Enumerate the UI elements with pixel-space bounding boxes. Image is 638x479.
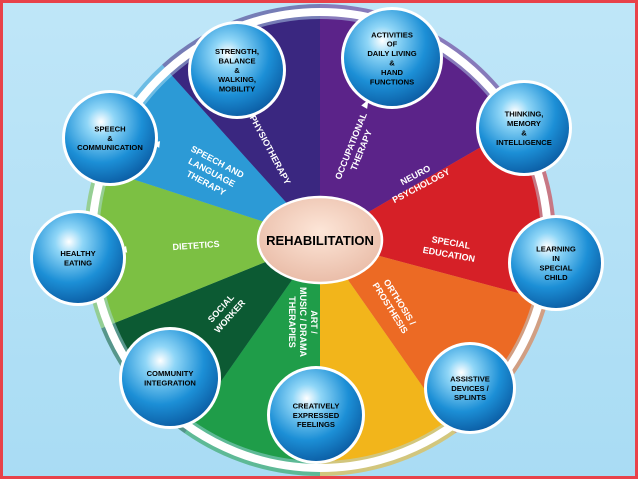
bubble-label-line: SPECIAL [540,264,573,273]
bubble-label-line: DEVICES / [451,384,489,393]
speech-bubble: SPEECH&COMMUNICATION [62,90,158,186]
segment-dietetics [109,75,320,240]
bubble-label-line: & [389,59,395,68]
bubble-label-line: INTELLIGENCE [496,138,552,147]
segment-label-line: THERAPIES [287,296,297,348]
segment-label-line: ART / [309,310,319,334]
bubble-circle [122,330,218,426]
bubble-label-line: FUNCTIONS [370,77,414,86]
neuro-bubble: THINKING,MEMORY&INTELLIGENCE [476,80,572,176]
bubble-label-line: LEARNING [536,245,576,254]
bubble-circle [270,369,362,461]
bubble-label-line: STRENGTH, [215,47,259,56]
physio-bubble: STRENGTH,BALANCE&WALKING,MOBILITY [188,21,286,119]
bubble-label-line: IN [552,254,560,263]
bubble-label-line: & [521,129,527,138]
bubble-label-line: MEMORY [507,119,541,128]
bubble-circle [344,10,440,106]
bubble-circle [191,24,283,116]
bubble-label-line: EATING [64,259,92,268]
segment-social [98,171,320,323]
bubble-label-line: SPLINTS [454,393,486,402]
bubble-circle [33,213,123,303]
bubble-label-line: CHILD [544,273,568,282]
bubble-label-line: DAILY LIVING [367,49,416,58]
segment-label-line: MUSIC / DRAMA [298,287,308,357]
bubble-label-line: THINKING, [505,110,544,119]
bubble-label-line: ACTIVITIES [371,30,413,39]
bubble-label-line: & [234,66,240,75]
bubble-label-line: HEALTHY [60,249,95,258]
bubble-label-line: MOBILITY [219,85,255,94]
bubble-label-line: SPEECH [94,124,125,133]
bubble-circle [65,93,155,183]
bubble-label-line: COMMUNICATION [77,143,143,152]
bubble-label-line: & [107,134,113,143]
bubble-label-line: WALKING, [218,75,256,84]
segment-label-dietetics: DIETETICS [172,239,220,252]
segment-occupational [320,129,542,298]
bubble-label-line: OF [387,40,398,49]
segment-label-line: DIETETICS [172,239,220,252]
bubble-label-line: FEELINGS [297,420,335,429]
bubble-circle [479,83,569,173]
bubble-label-line: COMMUNITY [147,369,194,378]
bubble-label-line: BALANCE [218,56,255,65]
bubble-label-line: ASSISTIVE [450,374,490,383]
bubble-label-line: INTEGRATION [144,379,196,388]
center-ellipse [256,195,384,285]
bubble-label-line: HAND [381,68,403,77]
bubble-circle [511,218,601,308]
bubble-label-line: EXPRESSED [293,411,340,420]
center-label: REHABILITATION [266,233,374,248]
bubble-circle [427,345,513,431]
bubble-label-line: CREATIVELY [293,401,340,410]
